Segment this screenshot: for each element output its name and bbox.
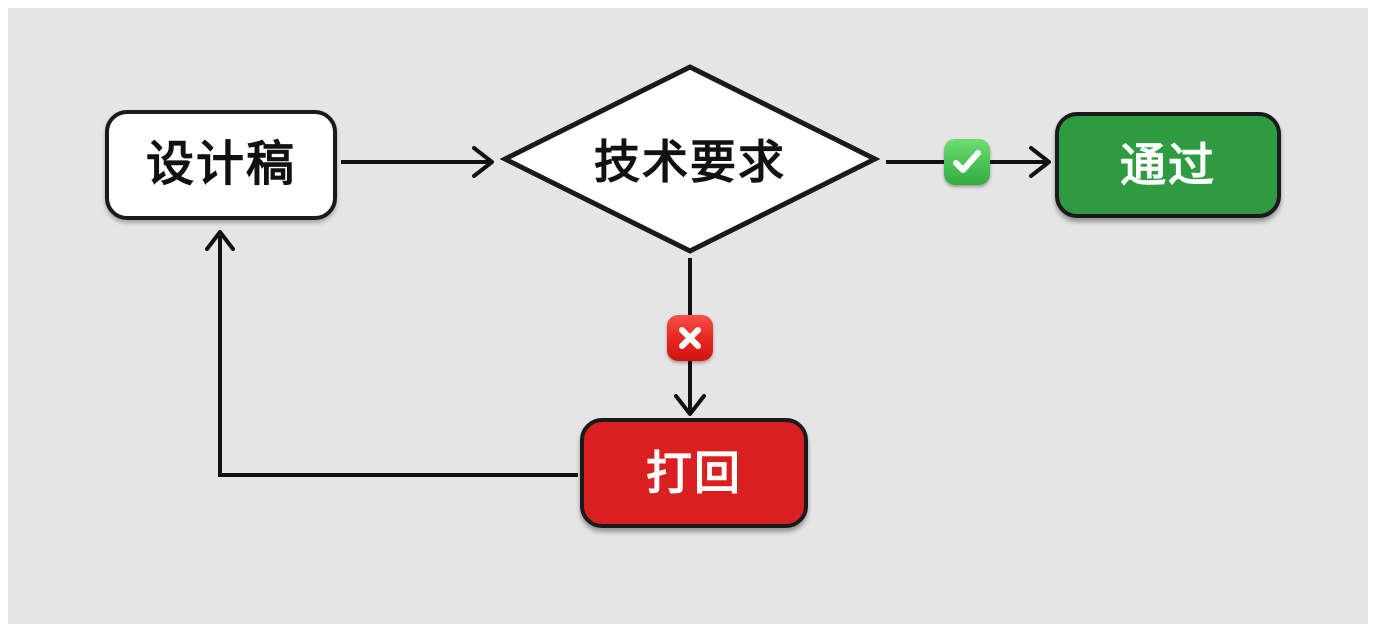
node-pass[interactable]: 通过 bbox=[1055, 112, 1281, 218]
diamond-shape bbox=[500, 64, 880, 254]
check-icon bbox=[953, 150, 981, 173]
check-mark-badge-icon bbox=[944, 139, 990, 185]
node-technical-requirements-label: 技术要求 bbox=[594, 136, 786, 188]
node-technical-requirements[interactable]: 技术要求 bbox=[500, 62, 880, 256]
cross-mark-badge-icon bbox=[667, 315, 713, 361]
node-design-draft[interactable]: 设计稿 bbox=[105, 110, 337, 220]
node-reject[interactable]: 打回 bbox=[580, 418, 808, 528]
node-design-draft-label: 设计稿 bbox=[145, 138, 296, 191]
node-pass-label: 通过 bbox=[1120, 139, 1216, 191]
node-reject-label: 打回 bbox=[646, 447, 742, 499]
cross-icon bbox=[679, 327, 701, 349]
